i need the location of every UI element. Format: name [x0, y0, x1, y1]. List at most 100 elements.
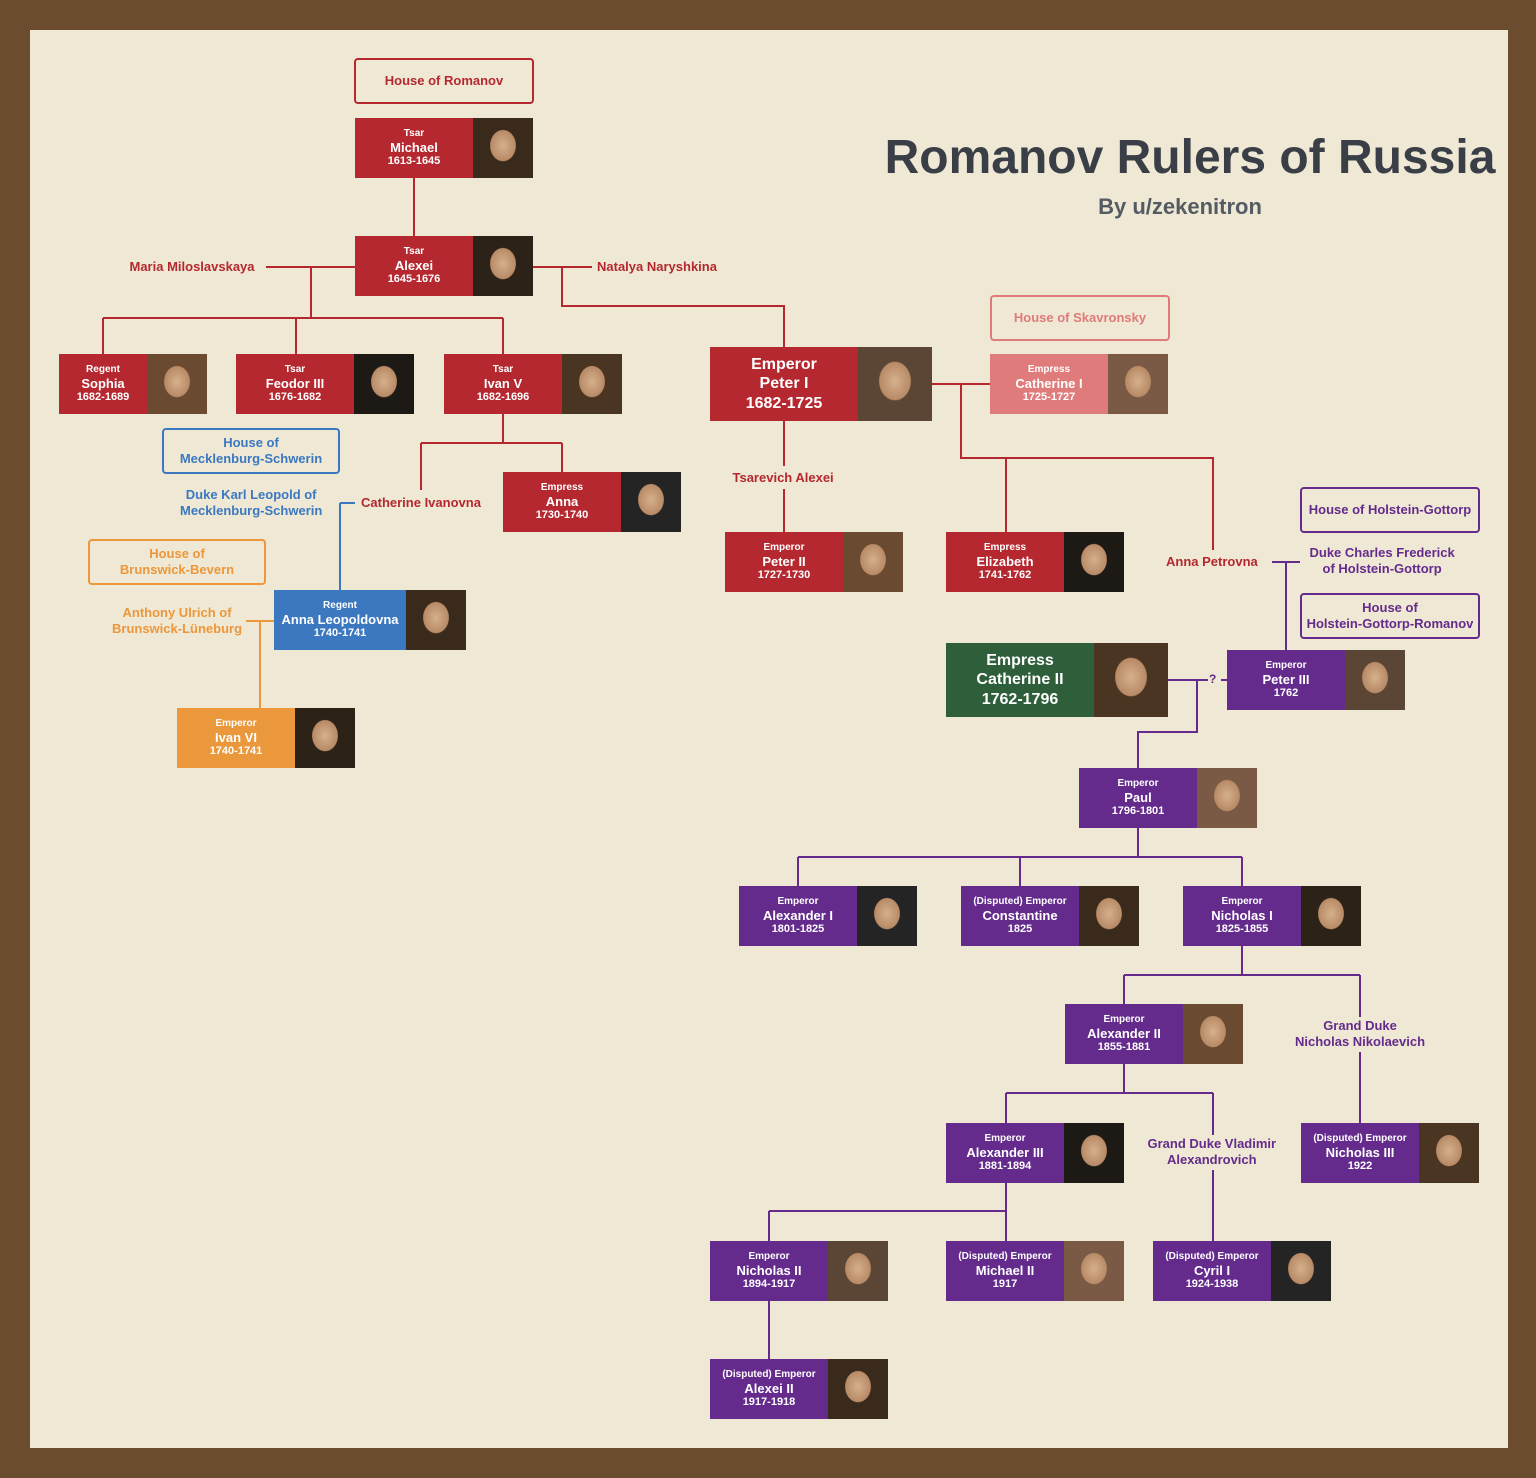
portrait-icon — [147, 354, 207, 414]
ruler-name: Michael — [390, 139, 438, 155]
portrait-icon — [1197, 768, 1257, 828]
label-line: Alexandrovich — [1167, 1151, 1257, 1167]
ruler-reign-years: 1682-1689 — [76, 391, 130, 404]
house-name: House of Holstein-Gottorp — [1308, 501, 1472, 517]
portrait-icon — [1271, 1241, 1331, 1301]
ruler-title: Emperor — [748, 1250, 790, 1262]
label-line: Duke Charles Frederick — [1309, 544, 1455, 560]
house-line: Brunswick-Bevern — [119, 562, 235, 577]
ruler-title: Empress — [983, 541, 1027, 553]
ruler-title: Emperor — [984, 1132, 1026, 1144]
ruler-reign-years: 1825-1855 — [1215, 923, 1269, 936]
ruler-reign-years: 1825 — [1007, 923, 1033, 936]
house-line: House of — [1362, 599, 1418, 615]
person-label-tsarevich-alexei: Tsarevich Alexei — [729, 470, 837, 487]
ruler-name: Anna — [545, 493, 579, 509]
portrait-icon — [473, 118, 533, 178]
label-line: Mecklenburg-Schwerin — [180, 502, 323, 518]
label-line: Grand Duke — [1323, 1017, 1397, 1033]
ruler-title: Tsar — [284, 363, 306, 375]
page-title: Romanov Rulers of Russia — [884, 131, 1496, 184]
ruler-reign-years: 1917 — [992, 1278, 1018, 1291]
ruler-title: Empress — [1027, 363, 1071, 375]
ruler-reign-years: 1924-1938 — [1185, 1278, 1239, 1291]
label-text: Maria Miloslavskaya — [129, 259, 255, 274]
ruler-title: Emperor — [763, 541, 805, 553]
label-text: Anna Petrovna — [1166, 554, 1258, 569]
ruler-title: Emperor — [215, 717, 257, 729]
family-tree-canvas: Romanov Rulers of Russia By u/zekenitron… — [30, 30, 1508, 1448]
portrait-icon — [621, 472, 681, 532]
ruler-name: Nicholas III — [1325, 1144, 1395, 1160]
ruler-name: Sophia — [81, 375, 125, 391]
ruler-title: Emperor — [1265, 659, 1307, 671]
house-box-skavronsky: House of Skavronsky — [990, 295, 1170, 341]
ruler-reign-years: 1645-1676 — [387, 273, 441, 286]
ruler-title: Tsar — [492, 363, 514, 375]
house-name: House of Romanov — [384, 72, 504, 88]
ruler-title: Emperor — [777, 895, 819, 907]
label-line: of Holstein-Gottorp — [1322, 560, 1442, 576]
label-text: Tsarevich Alexei — [732, 470, 834, 485]
ruler-reign-years: 1740-1741 — [209, 745, 263, 758]
ruler-reign-years: 1922 — [1347, 1160, 1373, 1173]
ruler-name: Catherine I — [1015, 375, 1083, 391]
ruler-name: Alexander I — [762, 907, 834, 923]
ruler-title: Empress — [986, 652, 1054, 670]
portrait-icon — [857, 886, 917, 946]
ruler-reign-years: 1762 — [1273, 687, 1299, 700]
ruler-title: (Disputed) Emperor — [1313, 1132, 1407, 1144]
ruler-name: Ivan V — [483, 375, 523, 391]
portrait-icon — [858, 347, 932, 421]
portrait-icon — [1064, 532, 1124, 592]
person-label-maria: Maria Miloslavskaya — [126, 259, 258, 276]
label-line: Grand Duke Vladimir — [1147, 1135, 1277, 1151]
ruler-name: Alexander III — [966, 1144, 1044, 1160]
ruler-name: Feodor III — [265, 375, 325, 391]
portrait-icon — [354, 354, 414, 414]
portrait-icon — [828, 1241, 888, 1301]
portrait-icon — [828, 1359, 888, 1419]
ruler-reign-years: 1727-1730 — [757, 569, 811, 582]
ruler-reign-years: 1682-1696 — [476, 391, 530, 404]
portrait-icon — [1419, 1123, 1479, 1183]
ruler-name: Elizabeth — [976, 553, 1034, 569]
ruler-title: Tsar — [403, 245, 425, 257]
ruler-reign-years: 1796-1801 — [1111, 805, 1165, 818]
lineage-connector — [960, 384, 1214, 550]
portrait-icon — [1345, 650, 1405, 710]
ruler-reign-years: 1917-1918 — [742, 1396, 796, 1409]
